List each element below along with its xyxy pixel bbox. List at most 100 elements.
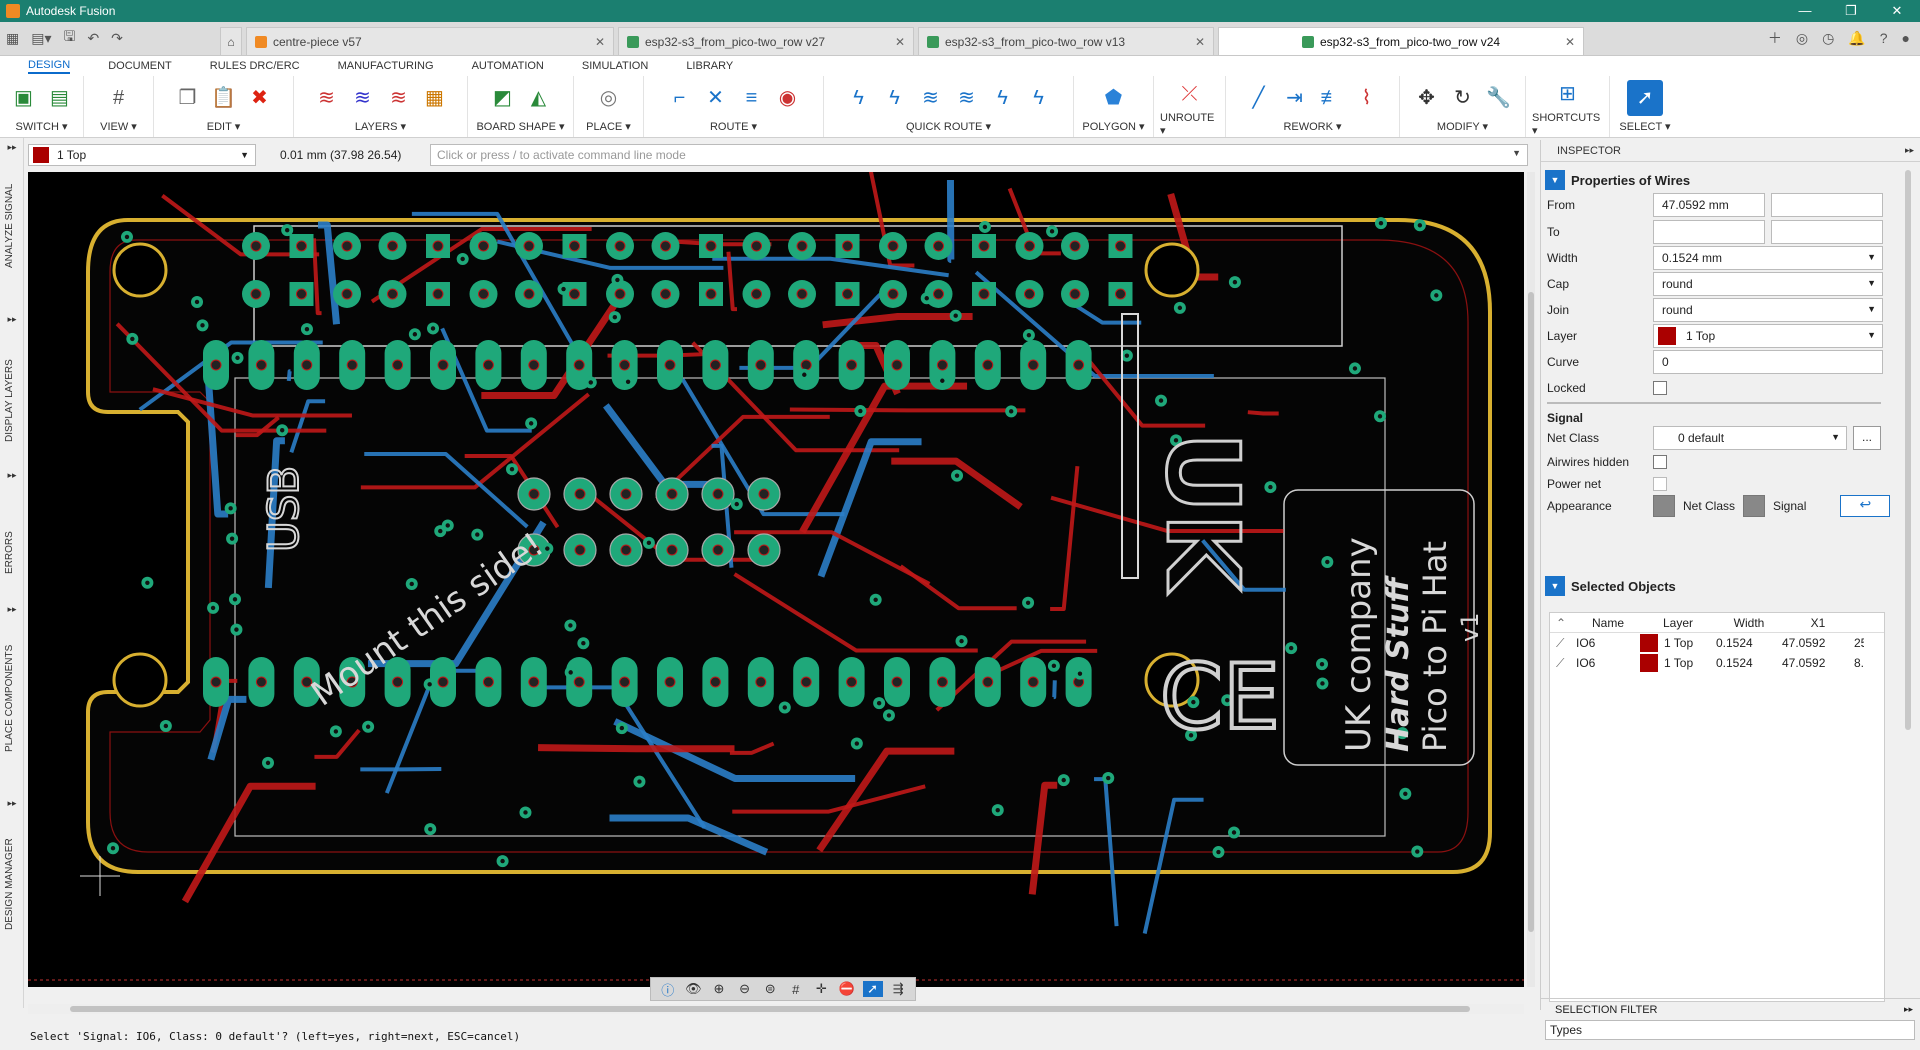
power-net-checkbox[interactable] [1653, 477, 1667, 491]
tab-design[interactable]: DESIGN [28, 59, 71, 74]
paste-icon[interactable]: 📋 [211, 87, 236, 109]
locked-checkbox[interactable] [1653, 381, 1667, 395]
panel-design-manager[interactable]: ▸▸DESIGN MANAGER [0, 798, 24, 948]
notifications-icon[interactable]: 🔔 [1848, 29, 1866, 46]
rework-push-icon[interactable]: ⇥ [1286, 87, 1303, 109]
col-name[interactable]: Name [1591, 615, 1624, 630]
properties-section-header[interactable]: ▼Properties of Wires [1545, 170, 1920, 190]
width-select[interactable]: 0.1524 mm▼ [1653, 246, 1883, 270]
group-label[interactable]: REWORK ▾ [1283, 121, 1342, 133]
pcb-board-view[interactable]: Mount this side! USB UK company Hard Stu… [28, 172, 1524, 987]
select-icon[interactable]: ➚ [1627, 80, 1663, 116]
tab-automation[interactable]: AUTOMATION [471, 60, 544, 72]
save-icon[interactable]: 🖫 [63, 28, 76, 44]
tab-rules[interactable]: RULES DRC/ERC [209, 60, 300, 72]
quick-route-board-icon[interactable]: ϟ [1033, 87, 1044, 109]
group-label[interactable]: BOARD SHAPE ▾ [476, 121, 565, 133]
vertical-scroll-thumb[interactable] [1528, 292, 1534, 932]
pcb-canvas[interactable]: Mount this side! USB UK company Hard Stu… [28, 172, 1524, 987]
group-label[interactable]: SWITCH ▾ [15, 121, 68, 133]
rotate-icon[interactable]: ↻ [1454, 87, 1471, 109]
select-mode-icon[interactable]: ➚ [862, 981, 883, 997]
tab-simulation[interactable]: SIMULATION [581, 60, 649, 72]
copy-icon[interactable]: ❐ [178, 87, 197, 109]
table-row[interactable]: ⟋ IO6 1 Top 0.1524 47.0592 8. [1550, 653, 1884, 673]
tab-close-icon[interactable]: ✕ [1564, 34, 1575, 49]
grid-icon[interactable]: # [792, 981, 800, 997]
horizontal-scrollbar[interactable] [28, 1004, 1524, 1014]
tab-close-icon[interactable]: ✕ [1194, 34, 1205, 49]
help-icon[interactable]: ? [1879, 30, 1888, 46]
tab-manufacturing[interactable]: MANUFACTURING [337, 60, 434, 72]
group-label[interactable]: SHORTCUTS ▾ [1532, 112, 1601, 137]
selection-filter-header[interactable]: SELECTION FILTER▸▸ [1541, 998, 1920, 1020]
collapse-toggle-icon[interactable]: ▼ [1545, 170, 1565, 190]
rework-meander-icon[interactable]: ⌇ [1361, 87, 1372, 109]
chevron-down-icon[interactable]: ▼ [1512, 148, 1521, 158]
group-label[interactable]: SELECT ▾ [1619, 121, 1671, 133]
rework-icon[interactable]: ╱ [1252, 87, 1265, 109]
airwires-hidden-checkbox[interactable] [1653, 455, 1667, 469]
home-tab[interactable]: ⌂ [220, 27, 242, 55]
panel-place-components[interactable]: ▸▸PLACE COMPONENTS [0, 604, 24, 754]
from-x-field[interactable]: 47.0592 mm [1653, 193, 1765, 217]
signal-color-button[interactable] [1743, 495, 1766, 517]
new-tab-icon[interactable]: ＋ [1767, 30, 1782, 46]
quick-route-icon[interactable]: ϟ [853, 87, 864, 109]
undo-icon[interactable]: ↶ [87, 29, 100, 46]
curve-field[interactable]: 0 [1653, 350, 1883, 374]
shortcuts-icon[interactable]: ⊞ [1559, 83, 1576, 105]
col-width[interactable]: Width [1733, 615, 1765, 630]
layers-settings-icon[interactable]: ≋ [354, 87, 371, 109]
layers-display-icon[interactable]: ≋ [390, 87, 407, 109]
route-diff-icon[interactable]: ✕ [707, 87, 724, 109]
group-label[interactable]: EDIT ▾ [206, 121, 241, 133]
col-x1[interactable]: X1 [1810, 615, 1826, 630]
from-y-field[interactable] [1771, 193, 1883, 217]
close-icon[interactable]: ✕ [1891, 3, 1903, 18]
net-class-color-button[interactable] [1653, 495, 1675, 517]
collapse-icon[interactable]: ▸▸ [1903, 1004, 1913, 1014]
file-icon[interactable]: ▤▾ [31, 29, 52, 46]
quick-route-multi-icon[interactable]: ≋ [922, 87, 939, 109]
quick-route-signal-icon[interactable]: ϟ [889, 87, 900, 109]
net-class-more-button[interactable]: ... [1853, 426, 1881, 450]
panel-display-layers[interactable]: ▸▸DISPLAY LAYERS [0, 314, 24, 444]
col-layer[interactable]: Layer [1662, 615, 1694, 630]
route-multi-icon[interactable]: ≡ [745, 87, 758, 109]
types-field[interactable]: Types [1545, 1020, 1915, 1040]
horizontal-scroll-thumb[interactable] [70, 1006, 1470, 1012]
online-status-icon[interactable]: ◎ [1795, 29, 1809, 46]
user-avatar-icon[interactable]: ● [1901, 30, 1910, 46]
group-label[interactable]: MODIFY ▾ [1436, 121, 1489, 133]
inspector-scrollbar[interactable] [1905, 170, 1911, 730]
zoom-fit-icon[interactable]: ⊜ [764, 981, 776, 996]
sort-icon[interactable]: ⌃ [1556, 615, 1567, 630]
job-status-icon[interactable]: ◷ [1822, 29, 1835, 46]
to-y-field[interactable] [1771, 220, 1883, 244]
collapse-icon[interactable]: ▸▸ [1904, 145, 1914, 155]
polygon-icon[interactable]: ⬟ [1104, 87, 1123, 109]
group-label[interactable]: ROUTE ▾ [709, 121, 758, 133]
switch-board-icon[interactable]: ▤ [50, 87, 69, 109]
move-icon[interactable]: ✥ [1418, 87, 1435, 109]
maximize-icon[interactable]: ❐ [1845, 3, 1857, 18]
crosshair-icon[interactable]: ✛ [815, 981, 827, 996]
route-mode-icon[interactable]: ⇶ [892, 981, 904, 996]
place-hole-icon[interactable]: ◎ [599, 87, 618, 109]
table-row[interactable]: ⟋ IO6 1 Top 0.1524 47.0592 25 [1550, 633, 1884, 653]
layers-icon[interactable]: ≋ [318, 87, 335, 109]
cap-select[interactable]: round▼ [1653, 272, 1883, 296]
tab-close-icon[interactable]: ✕ [894, 34, 905, 49]
stop-icon[interactable]: ⛔ [838, 981, 856, 996]
board-outline-icon[interactable]: ◩ [493, 87, 512, 109]
wrench-icon[interactable]: 🔧 [1486, 87, 1511, 109]
group-label[interactable]: PLACE ▾ [586, 121, 631, 133]
panel-analyze-signal[interactable]: ▸▸ANALYZE SIGNAL [0, 142, 24, 272]
group-label[interactable]: UNROUTE ▾ [1160, 112, 1215, 137]
minimize-icon[interactable]: — [1798, 3, 1812, 18]
command-line-input[interactable]: Click or press / to activate command lin… [430, 144, 1528, 166]
zoom-out-icon[interactable]: ⊖ [739, 981, 751, 996]
unroute-icon[interactable]: ⤫ [1181, 83, 1198, 105]
quick-route-fanout-icon[interactable]: ϟ [997, 87, 1008, 109]
